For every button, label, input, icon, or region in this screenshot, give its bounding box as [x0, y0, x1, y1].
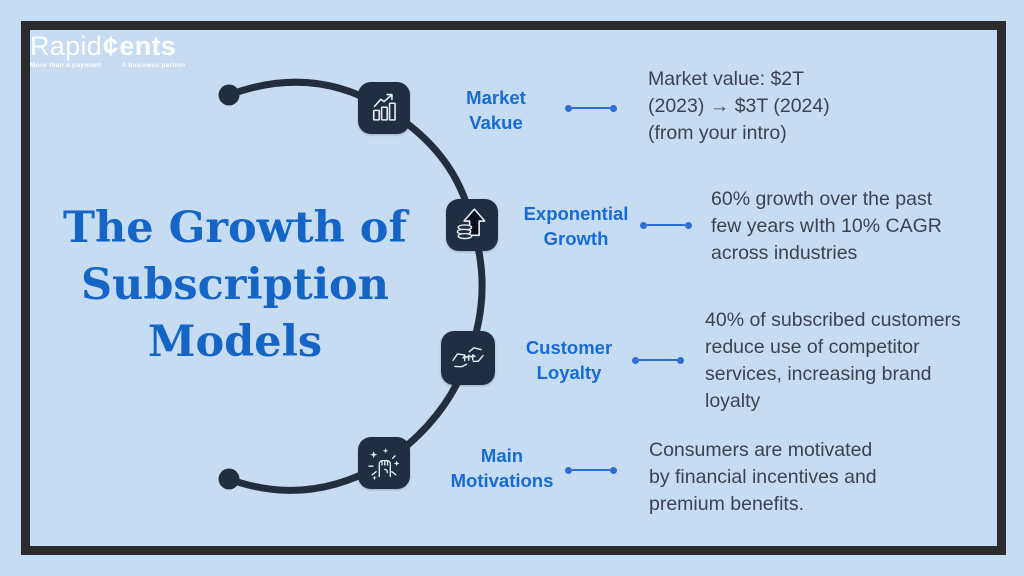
node-customer-loyalty [441, 331, 495, 385]
coins-up-arrow-icon [456, 208, 486, 240]
connector-dot [610, 104, 617, 112]
description-exponential-growth: 60% growth over the past few years wIth … [711, 188, 942, 264]
connector-customer-loyalty [632, 356, 684, 364]
tagline-left: More than a payment [30, 62, 102, 70]
brand-logo: Rapid¢ents More than a payment A busines… [30, 32, 186, 70]
connector-dot [565, 466, 572, 474]
growth-chart-icon [372, 93, 396, 121]
connector-dot [565, 104, 572, 112]
connector-line [647, 224, 685, 226]
connector-line [572, 469, 610, 471]
description-market-value: Market value: $2T (2023) → $3T (2024) (f… [648, 68, 830, 144]
connector-dot [632, 356, 639, 364]
label-market-value: Market Vakue [466, 87, 526, 133]
connector-line [639, 359, 677, 361]
connector-main-motivations [565, 466, 617, 474]
handshake-icon [452, 347, 484, 368]
node-exponential-growth [446, 199, 498, 251]
connector-exponential-growth [640, 221, 692, 229]
brand-word-left: Rapid [30, 31, 103, 61]
tagline-right: A business partner [121, 62, 186, 70]
connector-line [572, 107, 610, 109]
curve-start-dot [218, 84, 240, 106]
brand-taglines: More than a payment A business partner [30, 62, 186, 69]
page-title: The Growth of Subscription Models [63, 203, 407, 368]
description-main-motivations: Consumers are motivated by financial inc… [649, 439, 877, 515]
connector-market-value [565, 104, 617, 112]
node-main-motivations [358, 437, 410, 489]
curve-end-dot [218, 468, 240, 490]
description-customer-loyalty: 40% of subscribed customers reduce use o… [705, 309, 961, 412]
label-main-motivations: Main Motivations [450, 445, 554, 491]
connector-dot [685, 221, 692, 229]
connector-dot [610, 466, 617, 474]
brand-wordmark: Rapid¢ents [30, 32, 186, 60]
brand-word-right: ents [119, 31, 177, 61]
cent-icon: ¢ [103, 31, 119, 61]
label-exponential-growth: Exponential Growth [523, 203, 629, 249]
connector-dot [640, 221, 647, 229]
node-market-value [358, 82, 410, 134]
label-customer-loyalty: Customer Loyalty [525, 337, 613, 383]
connector-dot [677, 356, 684, 364]
motivation-fist-icon [368, 447, 400, 481]
